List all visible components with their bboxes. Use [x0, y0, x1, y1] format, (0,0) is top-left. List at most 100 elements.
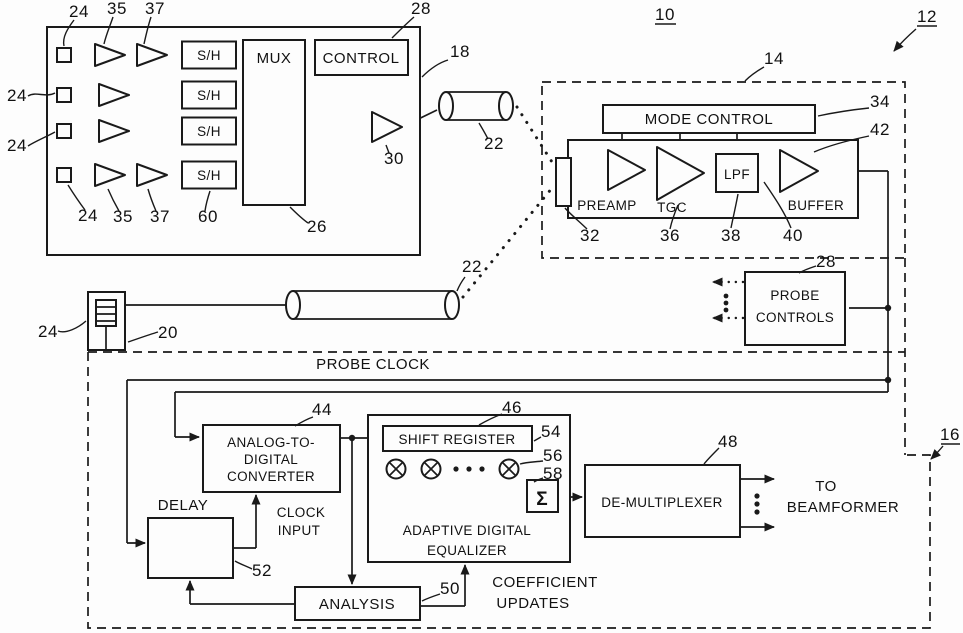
output-amp-triangle-30 — [371, 111, 403, 143]
ref-label-37-bottom: 37 — [150, 207, 170, 226]
connector-block-32 — [555, 157, 572, 207]
mode-control-label: MODE CONTROL — [645, 111, 774, 128]
cable-22-upper — [438, 91, 514, 121]
sample-hold-box-1 — [181, 40, 237, 70]
ref-label-37-top: 37 — [145, 0, 165, 18]
amp-triangle-2 — [98, 83, 130, 107]
coefficient-updates-label-line2: UPDATES — [496, 595, 569, 612]
amp-triangle-4b — [136, 163, 168, 187]
ellipsis-dot — [754, 509, 760, 515]
sample-hold-label-2: S/H — [197, 88, 221, 103]
to-beamformer-label-line1: TO — [815, 478, 837, 495]
dashed-enclosures — [87, 81, 931, 629]
ref-label-38: 38 — [721, 226, 741, 245]
clock-input-label-line2: INPUT — [278, 523, 321, 538]
probe-controls-unit: PROBE CONTROLS — [744, 271, 846, 346]
ref-label-46: 46 — [502, 398, 522, 417]
ref-label-16: 16 — [940, 425, 960, 444]
ellipsis-dot — [754, 493, 760, 499]
ref-label-10: 10 — [655, 5, 675, 24]
reference-number-labels: 24 35 37 28 10 12 18 24 24 24 35 37 60 2… — [7, 0, 960, 598]
probe-20 — [87, 291, 126, 351]
summer-sigma-label: Σ — [536, 489, 547, 510]
ref-label-50: 50 — [440, 579, 460, 598]
amp-triangle-4a — [94, 163, 126, 187]
ref-label-28-probe-controls: 28 — [816, 252, 836, 271]
ref-label-35-top: 35 — [107, 0, 127, 18]
mux-box-26 — [242, 39, 306, 206]
buffer-label: BUFFER — [788, 198, 844, 213]
ellipsis-dot — [479, 466, 485, 472]
ref-label-12: 12 — [917, 7, 937, 26]
ref-label-30: 30 — [384, 149, 404, 168]
equalizer-label-line2: EQUALIZER — [427, 543, 507, 558]
cable-end-cap — [285, 290, 301, 320]
preamp-label: PREAMP — [577, 198, 636, 213]
cable-end-cap — [444, 290, 460, 320]
ref-label-22-lower: 22 — [462, 257, 482, 276]
lpf-label: LPF — [724, 167, 750, 182]
multiplier-3-56 — [498, 458, 520, 480]
probe-head-unit: S/H S/H S/H S/H MUX CONTROL — [46, 26, 421, 256]
ellipsis-dot — [453, 466, 459, 472]
delay-box-52 — [147, 517, 234, 579]
connector-unit-14: MODE CONTROL PREAMP TGC LPF BUFFER — [555, 104, 859, 219]
cable-end-cap — [438, 91, 454, 121]
to-beamformer-label-line2: BEAMFORMER — [787, 499, 900, 516]
dotted-cable-links — [461, 105, 554, 299]
clock-input-label-line1: CLOCK — [277, 505, 326, 520]
control-box-28 — [314, 39, 409, 76]
probe-controls-label-line2: CONTROLS — [756, 310, 834, 325]
shift-register-box-54 — [382, 425, 533, 452]
ref-label-24-top: 24 — [69, 2, 89, 21]
cable2-dotted-link — [461, 186, 554, 299]
ref-label-48: 48 — [718, 432, 738, 451]
multiplier-1 — [385, 458, 407, 480]
ref-label-26: 26 — [307, 217, 327, 236]
ref-label-44: 44 — [312, 400, 332, 419]
mode-control-box-34 — [602, 104, 816, 134]
shift-register-label: SHIFT REGISTER — [398, 432, 515, 447]
probe-controls-label-line1: PROBE — [770, 288, 819, 303]
adc-label-line3: CONVERTER — [227, 469, 315, 484]
transducer-element-1 — [56, 47, 72, 63]
sample-hold-label-1: S/H — [197, 48, 221, 63]
ref-label-18: 18 — [450, 42, 470, 61]
analysis-label: ANALYSIS — [319, 596, 395, 613]
sample-hold-box-3 — [181, 116, 237, 146]
amp-triangle-1b — [136, 43, 168, 67]
adc-label-line2: DIGITAL — [244, 452, 298, 467]
adc-label-line1: ANALOG-TO- — [227, 435, 315, 450]
ellipsis-dot — [723, 307, 729, 313]
probe-element — [95, 299, 117, 327]
summer-box-58 — [526, 479, 559, 513]
ref-label-54: 54 — [541, 422, 561, 441]
analysis-box-50 — [294, 586, 421, 621]
ref-label-20: 20 — [158, 323, 178, 342]
ref-label-24-bottom: 24 — [78, 206, 98, 225]
transducer-element-2 — [56, 87, 72, 103]
ref-label-60: 60 — [198, 207, 218, 226]
probe-controls-box-28 — [744, 271, 846, 346]
ellipsis-dot — [754, 501, 760, 507]
demultiplexer-label: DE-MULTIPLEXER — [601, 495, 723, 510]
system-outline-16 — [87, 352, 931, 629]
ellipsis-dot — [723, 300, 729, 306]
cable-end-cap — [498, 91, 514, 121]
delay-label: DELAY — [158, 497, 209, 514]
adc-box-44 — [202, 424, 341, 493]
demultiplexer-box-48 — [584, 464, 741, 538]
ref-label-24-left3: 24 — [7, 136, 27, 155]
ref-label-52: 52 — [252, 561, 272, 580]
ref-label-24-probe: 24 — [38, 322, 58, 341]
buffer-triangle-42 — [779, 149, 819, 193]
transducer-element-3 — [56, 123, 72, 139]
ref-label-34: 34 — [870, 92, 890, 111]
ref-label-35-bottom: 35 — [113, 207, 133, 226]
cable1-dotted-link — [515, 105, 554, 164]
ref-label-56: 56 — [543, 446, 563, 465]
preamp-triangle — [607, 149, 646, 191]
probe-connector-unit-outline-14 — [541, 81, 906, 259]
